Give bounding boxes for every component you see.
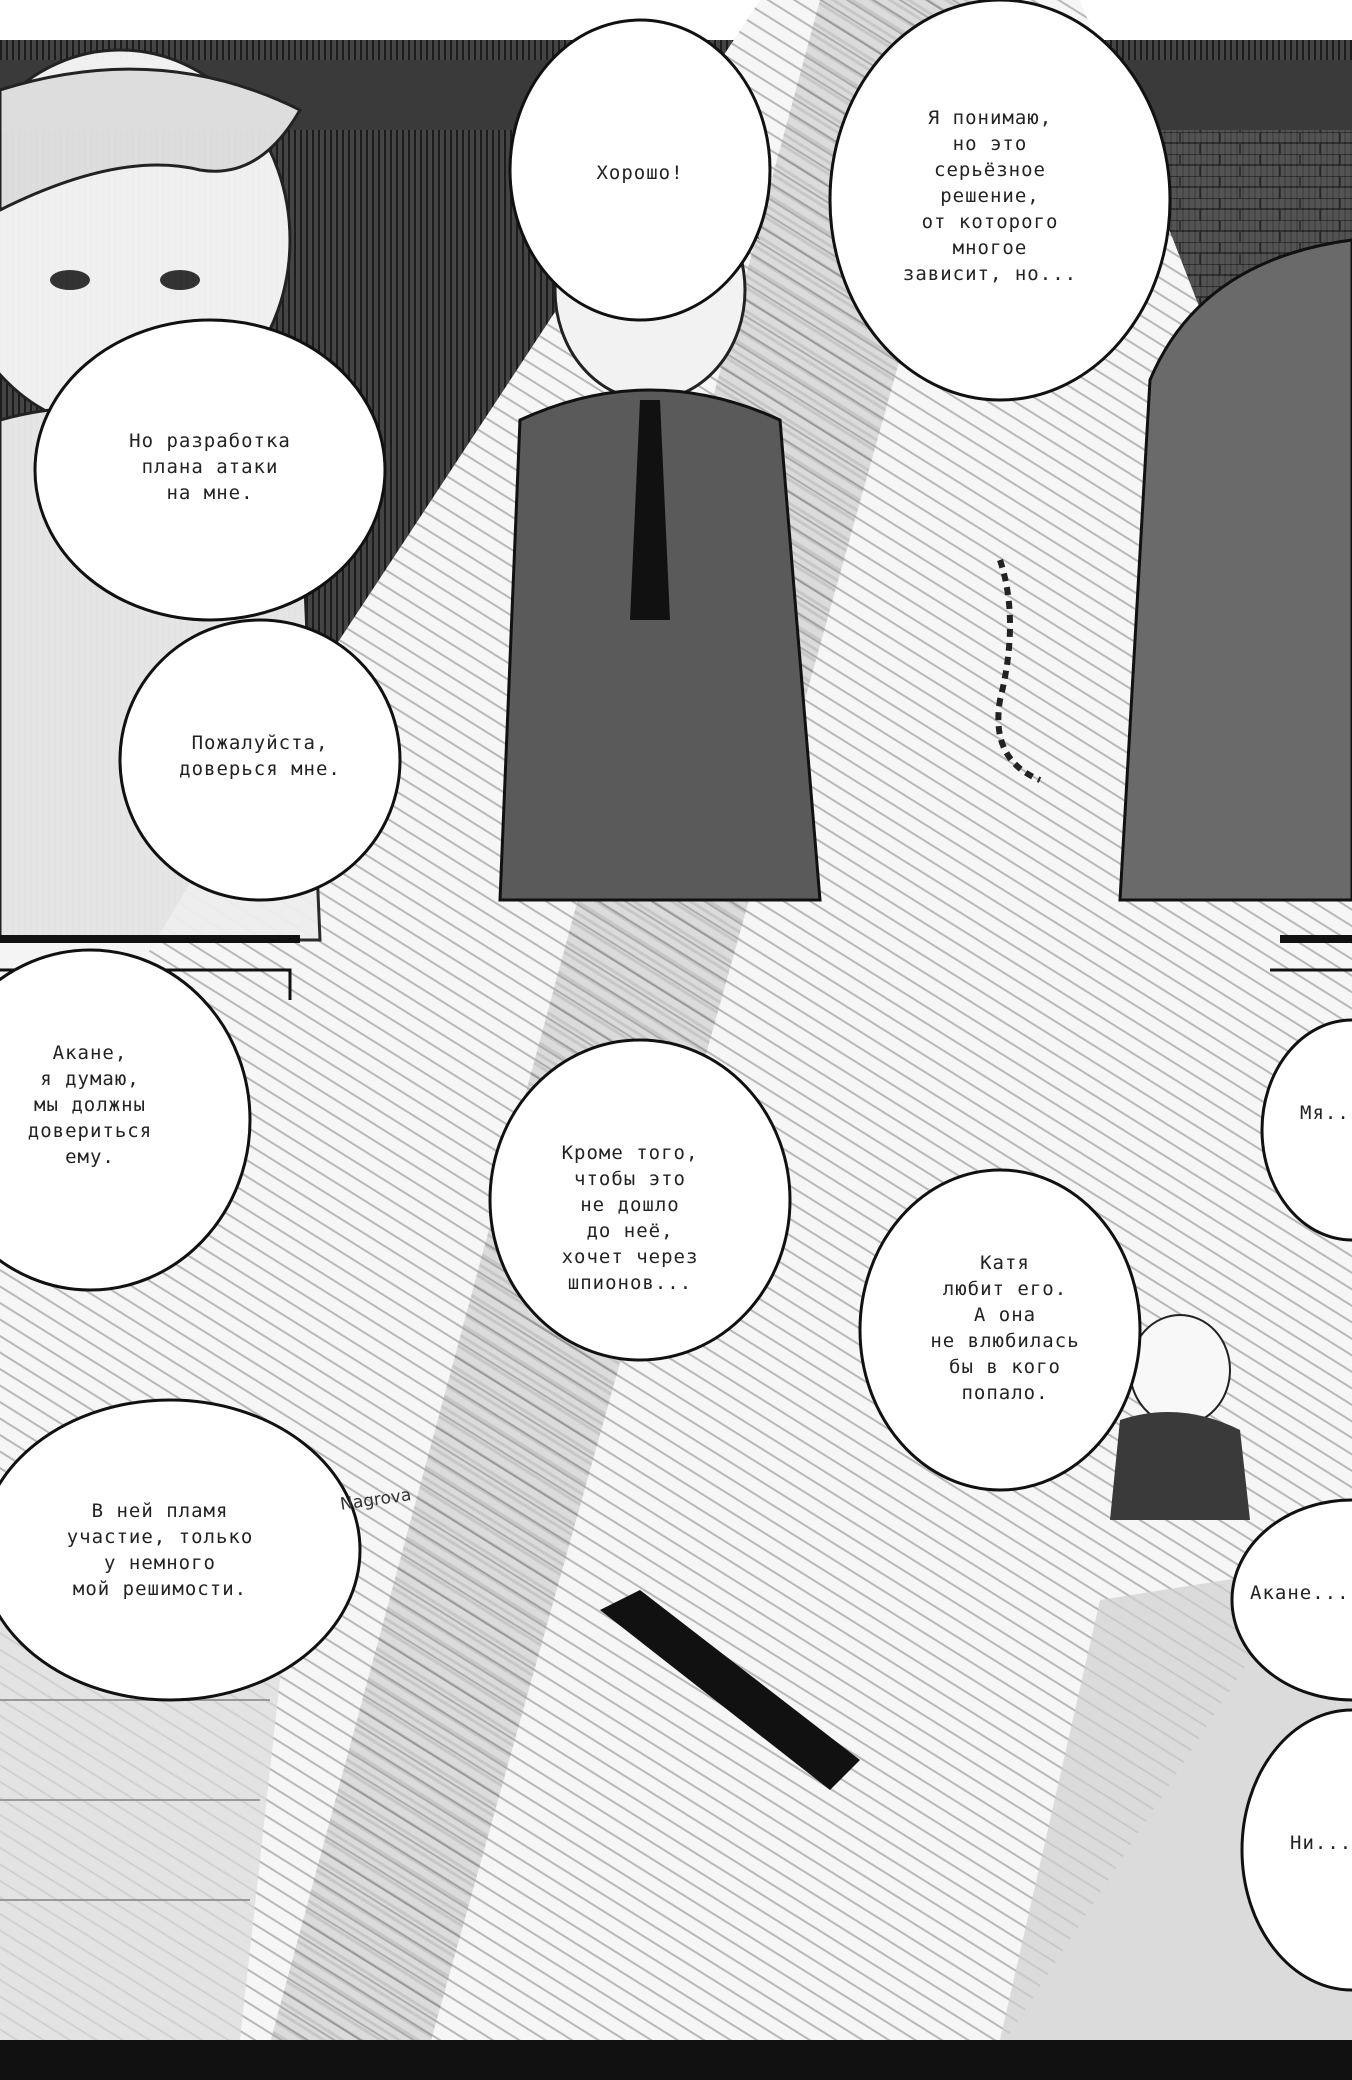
bubble-shape-6 xyxy=(488,1038,792,1362)
speech-bubble-9: Акане... xyxy=(1250,1582,1350,1604)
character-right xyxy=(995,238,1352,902)
bubble-shape-5 xyxy=(0,948,252,1292)
speech-bubble-3: Но разработка плана атаки на мне. xyxy=(129,430,291,504)
bubble-shape-2 xyxy=(508,18,772,322)
speech-bubble-1: Я понимаю, но это серьёзное решение, от … xyxy=(902,107,1078,285)
bubble-shape-4 xyxy=(118,618,402,902)
speech-bubble-10: Мя... xyxy=(1300,1102,1352,1124)
speech-bubble-8: В ней пламя участие, только у немного мо… xyxy=(66,1500,254,1600)
speech-bubble-6: Кроме того, чтобы это не дошло до неё, х… xyxy=(561,1142,699,1294)
bubble-shape-1 xyxy=(828,0,1172,402)
speech-bubble-5: Акане, я думаю, мы должны довериться ему… xyxy=(27,1042,153,1168)
bubble-shape-10 xyxy=(1260,1018,1352,1242)
speech-bubble-11: Ни... xyxy=(1290,1832,1352,1854)
bubble-shape-3 xyxy=(33,318,387,622)
speech-bubble-7: Катя любит его. А она не влюбилась бы в … xyxy=(930,1252,1080,1404)
bubble-shape-11 xyxy=(1240,1708,1352,1992)
bubble-shape-9 xyxy=(1230,1498,1352,1702)
speech-bubble-4: Пожалуйста, доверься мне. xyxy=(179,732,341,780)
speech-bubble-2: Хорошо! xyxy=(596,162,684,184)
panel-divider xyxy=(0,935,300,943)
bubble-shape-7 xyxy=(858,1168,1142,1492)
bubble-shape-8 xyxy=(0,1398,362,1702)
